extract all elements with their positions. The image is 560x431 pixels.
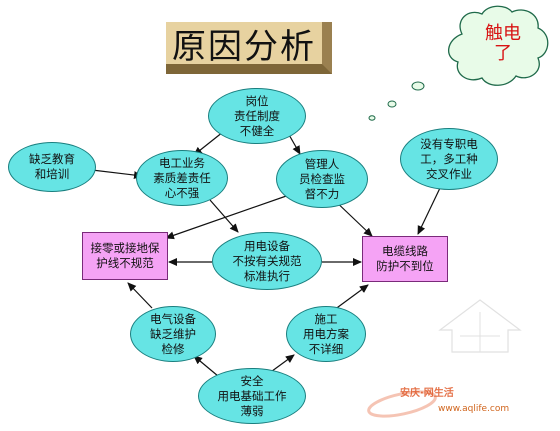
arrow-construction-to-cable [333,284,369,311]
watermark-decoration [367,299,522,418]
node-equipment-standard: 用电设备 不按有关规范 标准执行 [212,232,322,290]
node-no-dedicated-electrician: 没有专职电 工，多工种 交叉作业 [400,128,498,190]
arrow-education-to-electrician [91,169,143,180]
node-safety-foundation: 安全 用电基础工作 薄弱 [198,368,306,424]
cloud-label: 触电 了 [485,23,521,64]
title-box: 原因分析 [166,22,332,74]
arrow-nodedicated-to-cable [417,187,441,235]
arrow-manager-to-grounding [165,193,293,240]
watermark-text: 安庆·网生活 [400,388,454,399]
node-grounding-line: 接零或接地保 护线不规范 [82,232,168,280]
connector-arrows [91,125,441,377]
node-post-responsibility: 岗位 责任制度 不健全 [208,88,306,144]
watermark-url: www.aqlife.com [438,404,510,414]
node-manager-inspection: 管理人 员检查监 督不力 [276,150,368,208]
arrow-safety-to-maintenance [193,355,219,377]
thought-cloud [368,5,549,121]
node-lack-education: 缺乏教育 和培训 [8,142,96,192]
node-construction-plan: 施工 用电方案 不详细 [286,306,366,362]
arrow-maintenance-to-grounding [127,282,153,309]
page-title: 原因分析 [172,26,316,67]
node-maintenance: 电气设备 缺乏维护 检修 [130,306,216,362]
node-electrician-quality: 电工业务 素质差责任 心不强 [136,150,228,206]
arrow-electrician-to-equipment [209,199,239,233]
node-cable-protection: 电缆线路 防护不到位 [362,236,448,282]
